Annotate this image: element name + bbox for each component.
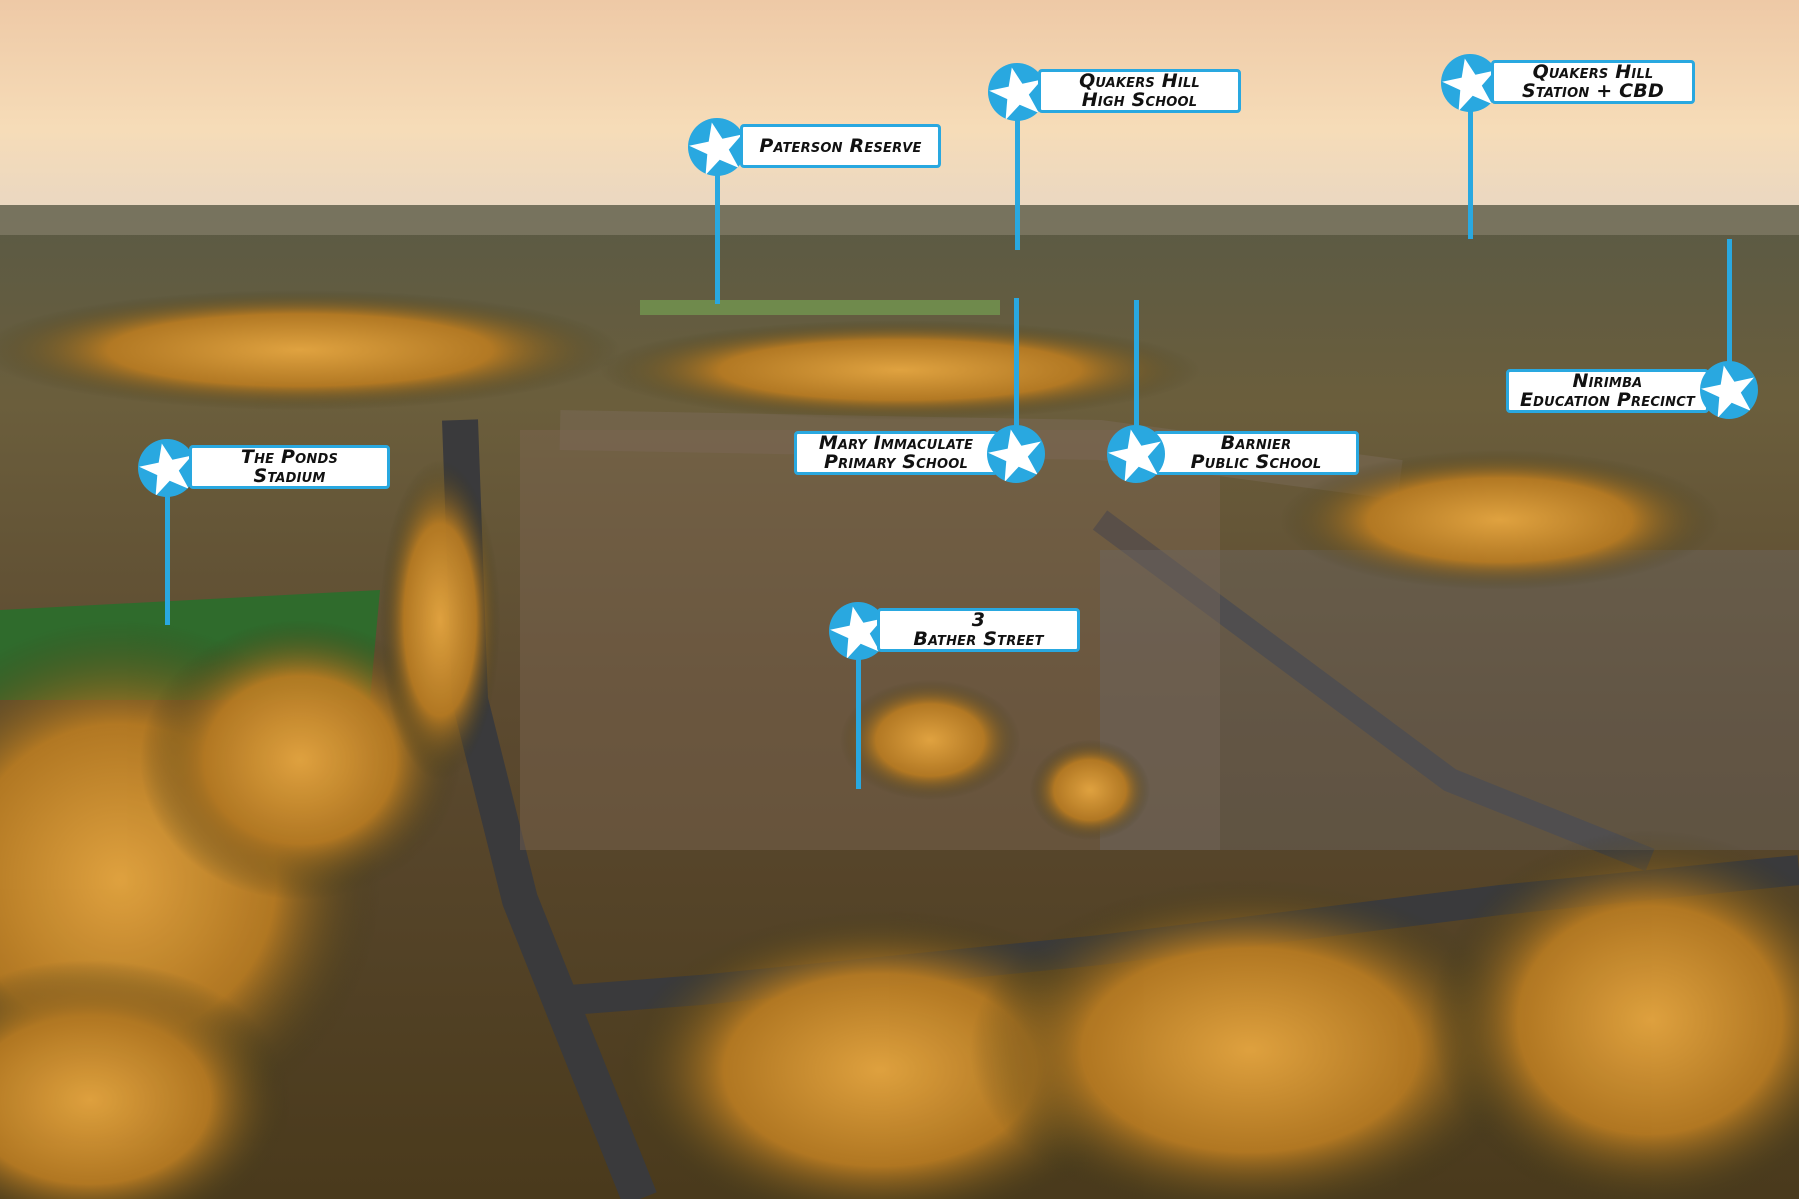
location-label: Paterson Reserve [740,124,941,168]
star-marker-icon [988,63,1046,121]
pointer-line [855,631,861,789]
pointer-line [1467,83,1473,239]
label-line: Quakers Hill [1079,70,1200,92]
star-marker-icon [688,118,746,176]
label-line: Paterson Reserve [759,134,922,157]
label-line: 3 [971,609,986,631]
star-marker-icon [987,425,1045,483]
label-line: Education Precinct [1519,389,1695,411]
label-line: Primary School [824,451,968,473]
star-marker-icon [1700,361,1758,419]
pointer-line [164,468,170,625]
label-line: Mary Immaculate [818,432,974,454]
sky [0,0,1799,215]
pointer-line [1014,92,1020,250]
label-line: Nirimba [1572,370,1643,392]
pointer-line [1726,239,1732,390]
pointer-line [1133,300,1139,454]
star-marker-icon [1441,54,1499,112]
label-line: Barnier [1220,432,1292,454]
label-line: Station + CBD [1522,80,1664,102]
label-line: Bather Street [913,628,1044,650]
star-marker-icon [1107,425,1165,483]
label-line: Quakers Hill [1532,61,1654,83]
star-marker-icon [138,439,196,497]
trees [0,290,1799,1199]
label-line: High School [1081,89,1198,111]
pointer-line [1013,298,1019,454]
label-line: The Ponds [240,446,339,468]
label-line: Stadium [253,465,326,487]
label-line: Public School [1190,451,1322,473]
pointer-line [714,147,720,304]
